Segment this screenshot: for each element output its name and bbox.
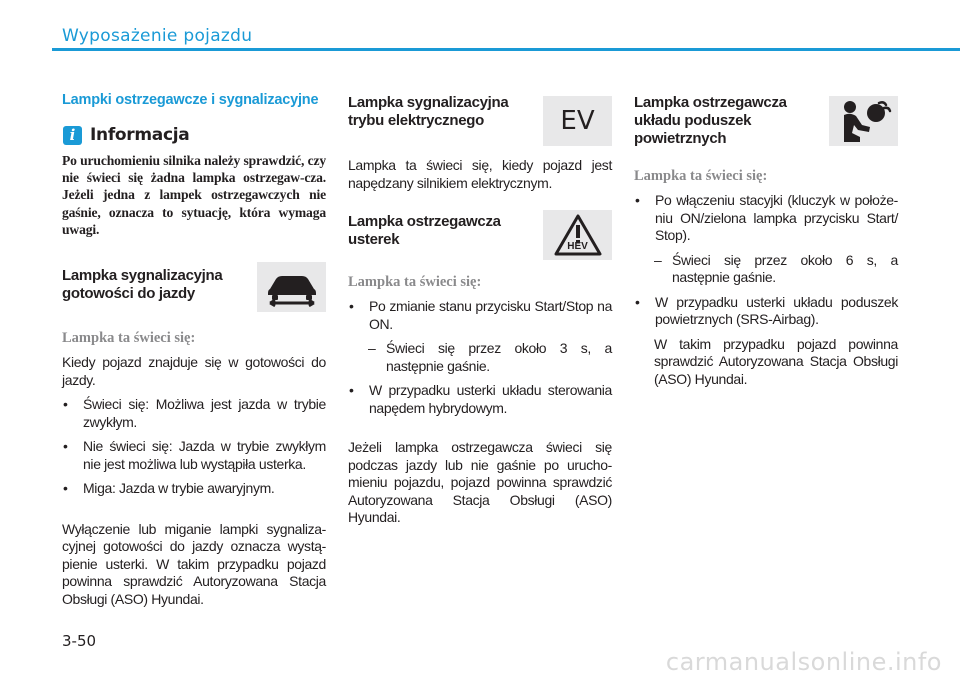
ev-icon-text: EV — [560, 106, 595, 136]
bullet-text: Po włączeniu stacyjki (kluczyk w położe-… — [655, 192, 898, 243]
section-header: Wyposażenie pojazdu — [62, 26, 253, 46]
ready-lamp-block: Lampka sygnalizacyjna gotowości do jazdy — [62, 262, 326, 317]
ev-lamp-title: Lampka sygnalizacyjna trybu elektryczneg… — [348, 92, 528, 130]
airbag-title-line-2: układu poduszek — [634, 112, 752, 129]
ready-closing: Wyłączenie lub miganie lampki sygnaliza-… — [62, 520, 326, 607]
dash-mark: – — [654, 251, 662, 268]
info-title: Informacja — [90, 125, 190, 145]
info-body: Po uruchomieniu silnika należy sprawdzić… — [62, 153, 326, 237]
info-heading: i Informacja — [62, 125, 326, 145]
ready-lamp-title-line-2: gotowości do jazdy — [62, 285, 195, 303]
hev-icon-text: HEV — [567, 241, 588, 252]
airbag-lamp-block: Lampka ostrzegawcza układu poduszek powi… — [634, 92, 898, 164]
airbag-subhead: Lampka ta świeci się: — [634, 168, 768, 184]
airbag-lamp-title: Lampka ostrzegawcza układu poduszek powi… — [634, 92, 814, 148]
column-3: Lampka ostrzegawcza układu poduszek powi… — [634, 92, 898, 388]
ready-intro: Kiedy pojazd znajduje się w gotowości do… — [62, 354, 326, 388]
bullet-dot: • — [63, 480, 68, 497]
ready-subhead: Lampka ta świeci się: — [62, 330, 196, 347]
fault-bullet-1: • Po zmianie stanu przycisku Start/Stop … — [348, 298, 612, 333]
bullet-text: Po zmianie stanu przycisku Start/Stop na… — [369, 298, 612, 332]
column-1: Lampki ostrzegawcze i sygnalizacyjne i I… — [62, 92, 326, 608]
fault-bullet-2: • W przypadku usterki układu sterowania … — [348, 382, 612, 417]
info-icon: i — [63, 125, 82, 145]
airbag-bullet-2: • W przypadku usterki układu poduszek po… — [634, 294, 898, 329]
bullet-text: W przypadku usterki układu sterowania na… — [369, 382, 612, 416]
airbag-icon — [829, 96, 898, 146]
bullet-dot: • — [635, 293, 640, 310]
airbag-title-line-3: powietrznych — [634, 130, 727, 147]
airbag-dash-1: – Świeci się przez około 6 s, a następni… — [634, 252, 898, 287]
dash-text: Świeci się przez około 6 s, a następnie … — [672, 251, 898, 286]
bullet-text: Świeci się: Możliwa jest jazda w trybie … — [83, 396, 326, 430]
column-2: Lampka sygnalizacyjna trybu elektryczneg… — [348, 92, 612, 527]
bullet-dot: • — [63, 438, 68, 455]
bullet-text: Miga: Jazda w trybie awaryjnym. — [83, 480, 275, 497]
hev-warning-icon: HEV — [543, 210, 612, 260]
airbag-bullet-1: • Po włączeniu stacyjki (kluczyk w położ… — [634, 192, 898, 245]
ready-car-icon — [257, 262, 326, 313]
bullet-dot: • — [635, 192, 640, 208]
ready-bullet-1: • Świeci się: Możliwa jest jazda w trybi… — [62, 396, 326, 431]
dash-text: Świeci się przez około 3 s, a następnie … — [386, 340, 612, 374]
bullet-dot: • — [349, 298, 354, 314]
bullet-text: W przypadku usterki układu poduszek powi… — [655, 293, 898, 328]
ready-bullet-3: • Miga: Jazda w trybie awaryjnym. — [62, 480, 326, 498]
ev-lamp-title-line-2: trybu elektrycznego — [348, 112, 485, 129]
fault-lamp-block: Lampka ostrzegawcza usterek HEV — [348, 210, 612, 263]
airbag-title-line-1: Lampka ostrzegawcza — [634, 94, 787, 111]
header-rule — [52, 48, 960, 51]
ev-icon: EV — [543, 96, 612, 146]
bullet-dot: • — [349, 382, 354, 398]
ev-lamp-block: Lampka sygnalizacyjna trybu elektryczneg… — [348, 92, 612, 148]
section-title: Lampki ostrzegawcze i sygnalizacyjne — [62, 92, 319, 108]
watermark: carmanualsonline.info — [665, 648, 942, 676]
fault-dash-1: – Świeci się przez około 3 s, a następni… — [348, 340, 612, 375]
fault-lamp-title-line-2: usterek — [348, 231, 400, 248]
fault-subhead: Lampka ta świeci się: — [348, 274, 482, 290]
bullet-dot: • — [63, 396, 68, 413]
airbag-indent: W takim przypadku pojazd powinna sprawdz… — [654, 335, 898, 387]
ev-body: Lampka ta świeci się, kiedy pojazd jest … — [348, 157, 612, 191]
ready-lamp-title-line-1: Lampka sygnalizacyjna — [62, 267, 223, 285]
ready-lamp-title: Lampka sygnalizacyjna gotowości do jazdy — [62, 265, 242, 303]
page-number: 3-50 — [62, 632, 97, 650]
fault-closing: Jeżeli lampka ostrzegawcza świeci się po… — [348, 439, 612, 525]
dash-mark: – — [368, 340, 376, 356]
fault-lamp-title-line-1: Lampka ostrzegawcza — [348, 213, 501, 230]
fault-lamp-title: Lampka ostrzegawcza usterek — [348, 211, 528, 249]
ready-bullet-2: • Nie świeci się: Jazda w trybie zwykłym… — [62, 438, 326, 473]
ev-lamp-title-line-1: Lampka sygnalizacyjna — [348, 94, 509, 111]
bullet-text: Nie świeci się: Jazda w trybie zwykłym n… — [83, 438, 326, 472]
